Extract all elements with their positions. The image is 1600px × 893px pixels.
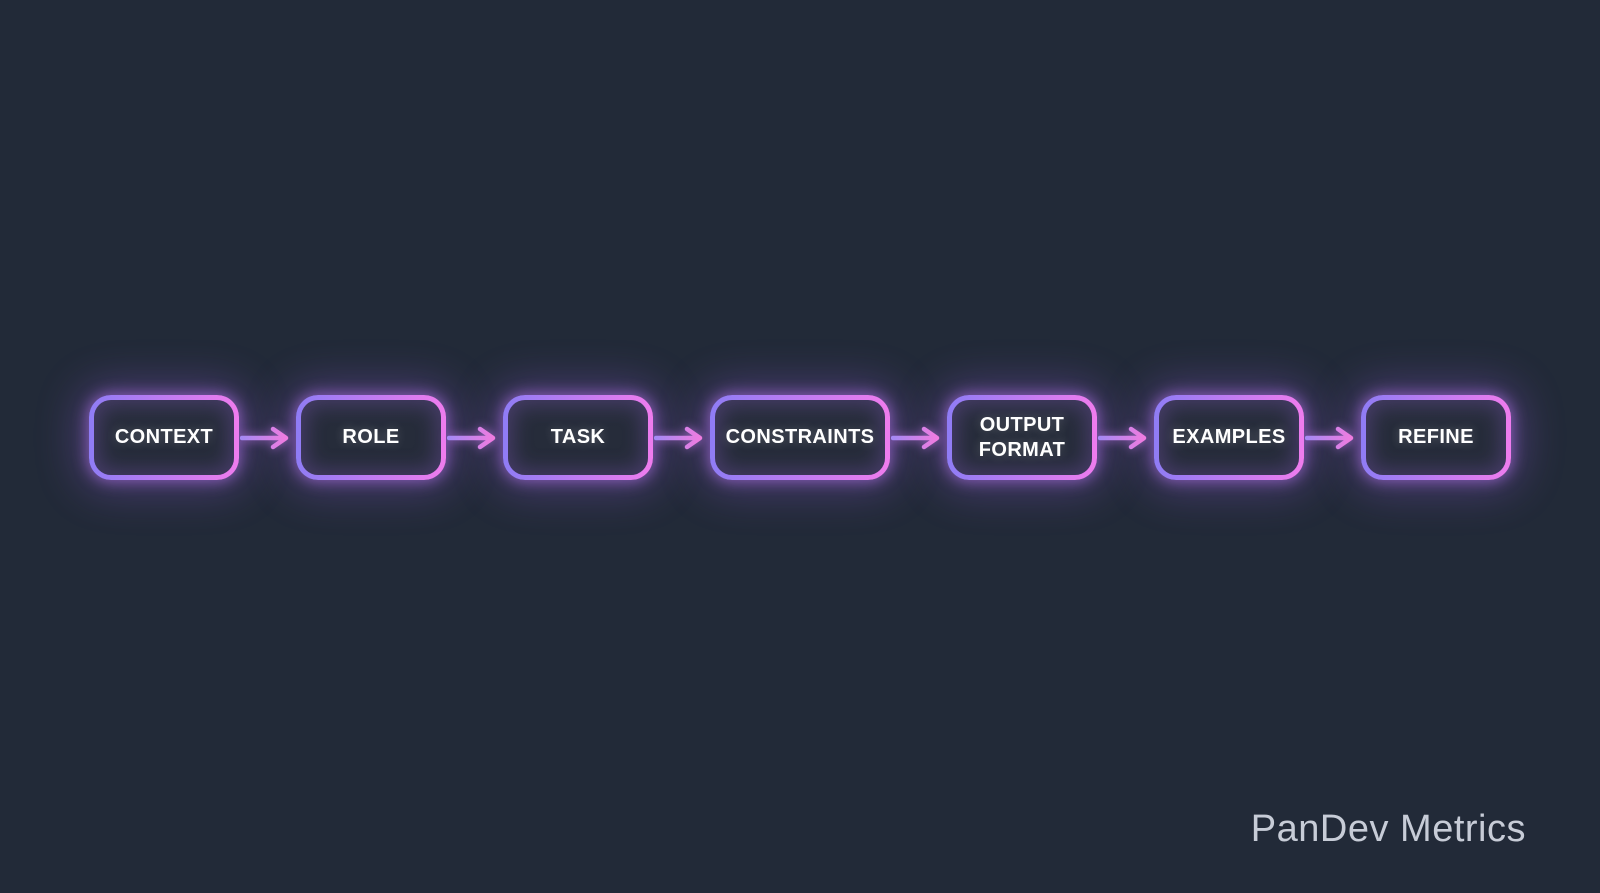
step-task: TASK: [503, 395, 653, 480]
arrow-right-icon: [1305, 426, 1354, 449]
prompt-flow-diagram: CONTEXT ROLE TASK: [0, 395, 1600, 480]
step-role: ROLE: [296, 395, 446, 480]
arrow-right-icon: [1098, 426, 1147, 449]
arrow-right-icon: [891, 426, 940, 449]
step-label: CONTEXT: [114, 426, 214, 448]
step-label: CONSTRAINTS: [725, 426, 875, 448]
step-refine: REFINE: [1361, 395, 1511, 480]
arrow-right-icon: [240, 426, 289, 449]
watermark: PanDev Metrics: [1250, 808, 1526, 850]
arrow-right-icon: [654, 426, 703, 449]
arrow-right-icon: [447, 426, 496, 449]
step-constraints: CONSTRAINTS: [710, 395, 890, 480]
step-label: OUTPUT FORMAT: [978, 413, 1066, 461]
step-label: EXAMPLES: [1172, 426, 1286, 448]
step-output-format: OUTPUT FORMAT: [947, 395, 1097, 480]
step-examples: EXAMPLES: [1154, 395, 1304, 480]
step-label: TASK: [550, 426, 606, 448]
step-label: ROLE: [342, 426, 400, 448]
step-context: CONTEXT: [89, 395, 239, 480]
step-label: REFINE: [1398, 426, 1474, 448]
